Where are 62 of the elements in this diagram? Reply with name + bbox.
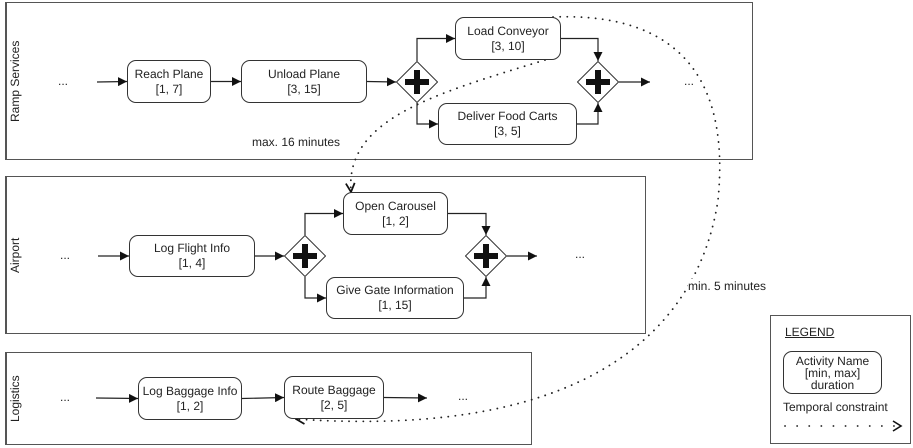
legend-activity-box: Activity Name [min, max] duration <box>783 351 882 394</box>
sequence-flow-arrow <box>96 394 138 403</box>
swimlane <box>5 176 646 334</box>
activity-box <box>343 192 448 235</box>
duration-range: [1, 2] <box>176 398 204 414</box>
sequence-flow-arrow <box>464 277 490 299</box>
activity-name: Give Gate Information <box>336 283 454 298</box>
duration-range: [1, 15] <box>378 298 412 313</box>
sequence-flow-arrow <box>366 77 396 86</box>
duration-range: [1, 4] <box>178 256 206 271</box>
sequence-flow-arrow <box>384 393 427 402</box>
duration-range: [3, 10] <box>491 38 525 54</box>
sequence-flow-arrow <box>98 252 129 260</box>
sequence-flow-arrow <box>242 393 284 402</box>
activity-name: Open Carousel <box>355 198 436 214</box>
activity-box <box>138 377 242 420</box>
sequence-flow-arrow <box>304 277 326 302</box>
activity-box <box>326 277 464 319</box>
activity-name: Deliver Food Carts <box>457 109 558 124</box>
activity-box <box>129 235 255 277</box>
lane-title: Airport <box>6 177 24 333</box>
parallel-gateway-diamond <box>284 235 326 277</box>
sequence-flow-arrow <box>619 78 650 86</box>
duration-range: [1, 2] <box>382 214 409 228</box>
sequence-flow-arrow <box>255 252 284 260</box>
activity-name: Load Conveyor <box>467 24 549 38</box>
duration-range: [1, 7] <box>156 82 182 96</box>
parallel-gateway-diamond <box>577 61 619 103</box>
activity-name: Log Flight Info <box>154 241 230 256</box>
lane-title: Logistics <box>6 353 24 444</box>
swimlane <box>5 2 753 160</box>
sequence-flow-arrow <box>304 209 343 235</box>
swimlane <box>5 352 532 445</box>
activity-name: Reach Plane <box>134 66 204 82</box>
activity-name: Unload Plane <box>268 66 340 82</box>
temporal-constraint-arrow <box>346 59 546 193</box>
sequence-flow-arrow <box>416 34 455 61</box>
parallel-gateway-diamond <box>465 235 507 277</box>
legend-title: LEGEND <box>785 325 834 339</box>
edge-label: max. 16 minutes <box>252 135 340 149</box>
edge-label: min. 5 minutes <box>688 279 766 293</box>
sequence-flow-arrow <box>577 103 602 125</box>
duration-range: [2, 5] <box>320 398 348 412</box>
activity-name: Log Baggage Info <box>142 384 238 398</box>
temporal-constraint-arrow <box>295 16 721 425</box>
duration-range: [3, 5] <box>494 124 521 139</box>
activity-name: Route Baggage <box>292 382 376 398</box>
duration-range: [3, 15] <box>287 82 321 96</box>
legend-text: Temporal constraint <box>783 400 888 414</box>
sequence-flow-arrow <box>448 212 490 235</box>
parallel-gateway-diamond <box>396 61 438 103</box>
activity-box <box>438 103 577 145</box>
sequence-flow-arrow <box>211 77 241 86</box>
lane-title: Ramp Services <box>6 3 24 159</box>
activity-box <box>127 60 211 103</box>
sequence-flow-arrow <box>416 103 438 128</box>
sequence-flow-arrow <box>507 252 537 260</box>
activity-box <box>455 17 561 60</box>
sequence-flow-arrow <box>561 38 602 61</box>
activity-box <box>284 376 384 419</box>
sequence-flow-arrow <box>96 77 128 86</box>
activity-box <box>241 60 367 103</box>
